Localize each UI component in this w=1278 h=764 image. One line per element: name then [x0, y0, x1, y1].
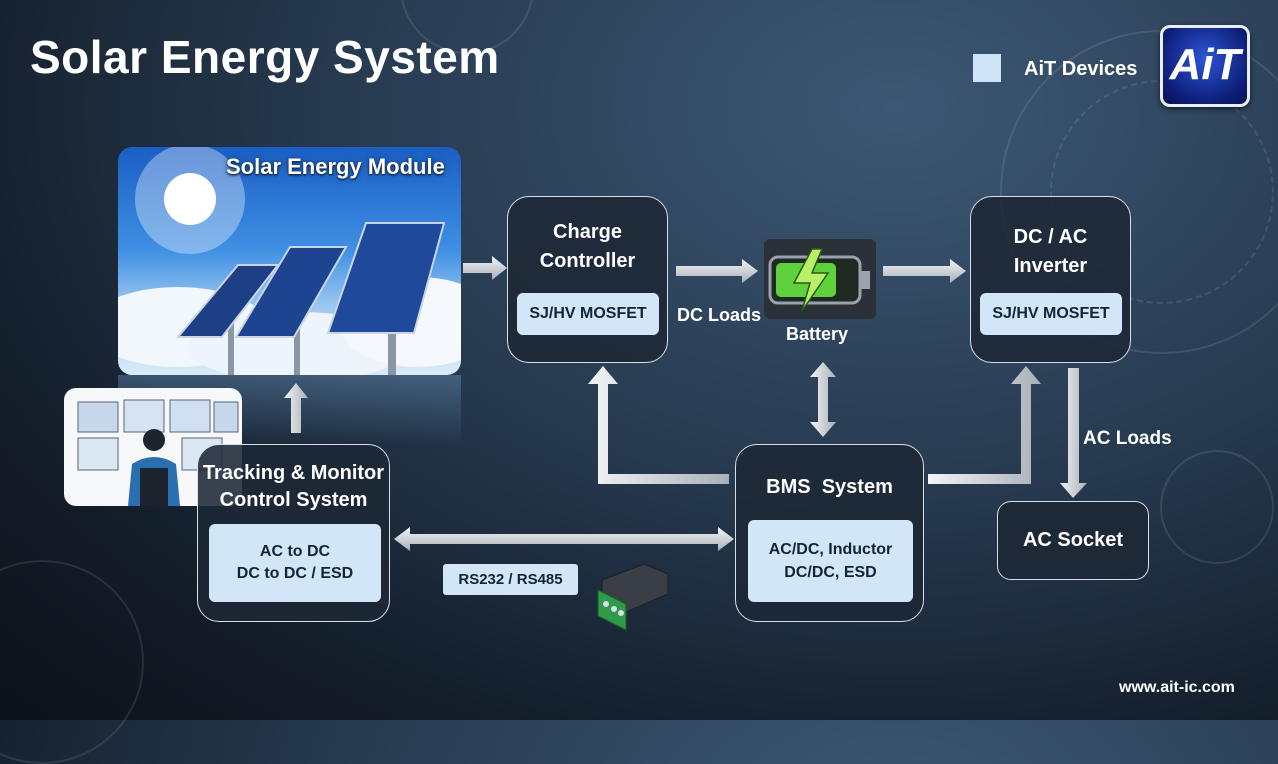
- tracking-chip-line: AC to DC: [259, 543, 331, 560]
- solar-panel: [175, 264, 281, 338]
- arrow-inverter-to-socket: [1060, 368, 1087, 498]
- panel-pole: [294, 317, 300, 375]
- serial-connector-icon: [597, 563, 669, 631]
- arrow-bms-to-inverter: [928, 366, 1041, 484]
- battery-terminal: [860, 271, 870, 289]
- connector-arrows: [284, 256, 1087, 631]
- solar-panel: [234, 246, 348, 338]
- legend-swatch: [973, 54, 1001, 82]
- battery-label: Battery: [786, 324, 849, 344]
- sun-icon: [164, 173, 216, 225]
- solar-panel: [326, 222, 446, 334]
- charge-controller-block: Charge Controller SJ/HV MOSFET: [507, 196, 668, 363]
- ac-loads-label: AC Loads: [1083, 428, 1172, 449]
- bms-block: BMS System AC/DC, Inductor DC/DC, ESD: [735, 444, 924, 622]
- page-title: Solar Energy System: [30, 31, 500, 83]
- lightning-icon: [792, 248, 830, 312]
- arrow-controller-to-battery: [676, 259, 758, 283]
- arrow-bms-to-controller: [588, 366, 729, 484]
- operator-head: [143, 429, 165, 451]
- panel-pole: [388, 317, 396, 375]
- solar-module-title: Solar Energy Module: [226, 154, 445, 179]
- legend-label: AiT Devices: [1024, 58, 1138, 80]
- ac-socket-title: AC Socket: [1022, 529, 1124, 551]
- footer-url[interactable]: www.ait-ic.com: [1119, 679, 1235, 696]
- inverter-title: DC / AC: [1013, 226, 1088, 248]
- decorative-ring: [1160, 450, 1274, 564]
- monitor-screen: [77, 437, 119, 471]
- monitor-screen: [213, 401, 239, 433]
- rs232-rs485-label: RS232 / RS485: [443, 564, 578, 595]
- arrow-battery-bms: [810, 362, 836, 437]
- inverter-chip: SJ/HV MOSFET: [980, 293, 1122, 335]
- inverter-block: DC / AC Inverter SJ/HV MOSFET: [970, 196, 1131, 363]
- ait-logo: AiT: [1160, 25, 1250, 107]
- monitor-screen: [169, 399, 211, 433]
- solar-panel-illustration: [118, 147, 461, 375]
- operator-chair: [140, 468, 168, 506]
- tracking-chip-line: DC to DC / ESD: [236, 565, 354, 582]
- dc-loads-label: DC Loads: [677, 305, 762, 325]
- battery-image: [764, 239, 876, 319]
- charge-controller-title: Charge: [553, 221, 622, 243]
- bms-chip-line: DC/DC, ESD: [784, 564, 877, 581]
- charge-controller-chip: SJ/HV MOSFET: [517, 293, 659, 335]
- arrow-battery-to-inverter: [883, 259, 966, 283]
- arrow-tracking-bms: [394, 527, 734, 551]
- inverter-title: Inverter: [1013, 255, 1088, 277]
- arrow-tracking-to-solar: [284, 383, 308, 433]
- arrow-solar-to-controller: [463, 256, 507, 280]
- tracking-monitor-title: Control System: [219, 489, 368, 511]
- bms-chip-line: AC/DC, Inductor: [768, 541, 893, 558]
- panel-pole: [228, 317, 234, 375]
- tracking-monitor-chip: AC to DC DC to DC / ESD: [209, 524, 381, 602]
- monitor-screen: [123, 399, 165, 433]
- tracking-monitor-title: Tracking & Monitor: [202, 462, 385, 484]
- bms-chip: AC/DC, Inductor DC/DC, ESD: [748, 520, 913, 602]
- bms-title: BMS System: [766, 476, 893, 498]
- tracking-monitor-block: Tracking & Monitor Control System AC to …: [197, 444, 390, 622]
- monitor-screen: [77, 401, 119, 433]
- logo-text: AiT: [1169, 40, 1241, 89]
- ac-socket-block: AC Socket: [997, 501, 1149, 580]
- solar-module-image: [118, 147, 461, 375]
- battery-illustration: [768, 248, 870, 312]
- charge-controller-title: Controller: [539, 250, 636, 272]
